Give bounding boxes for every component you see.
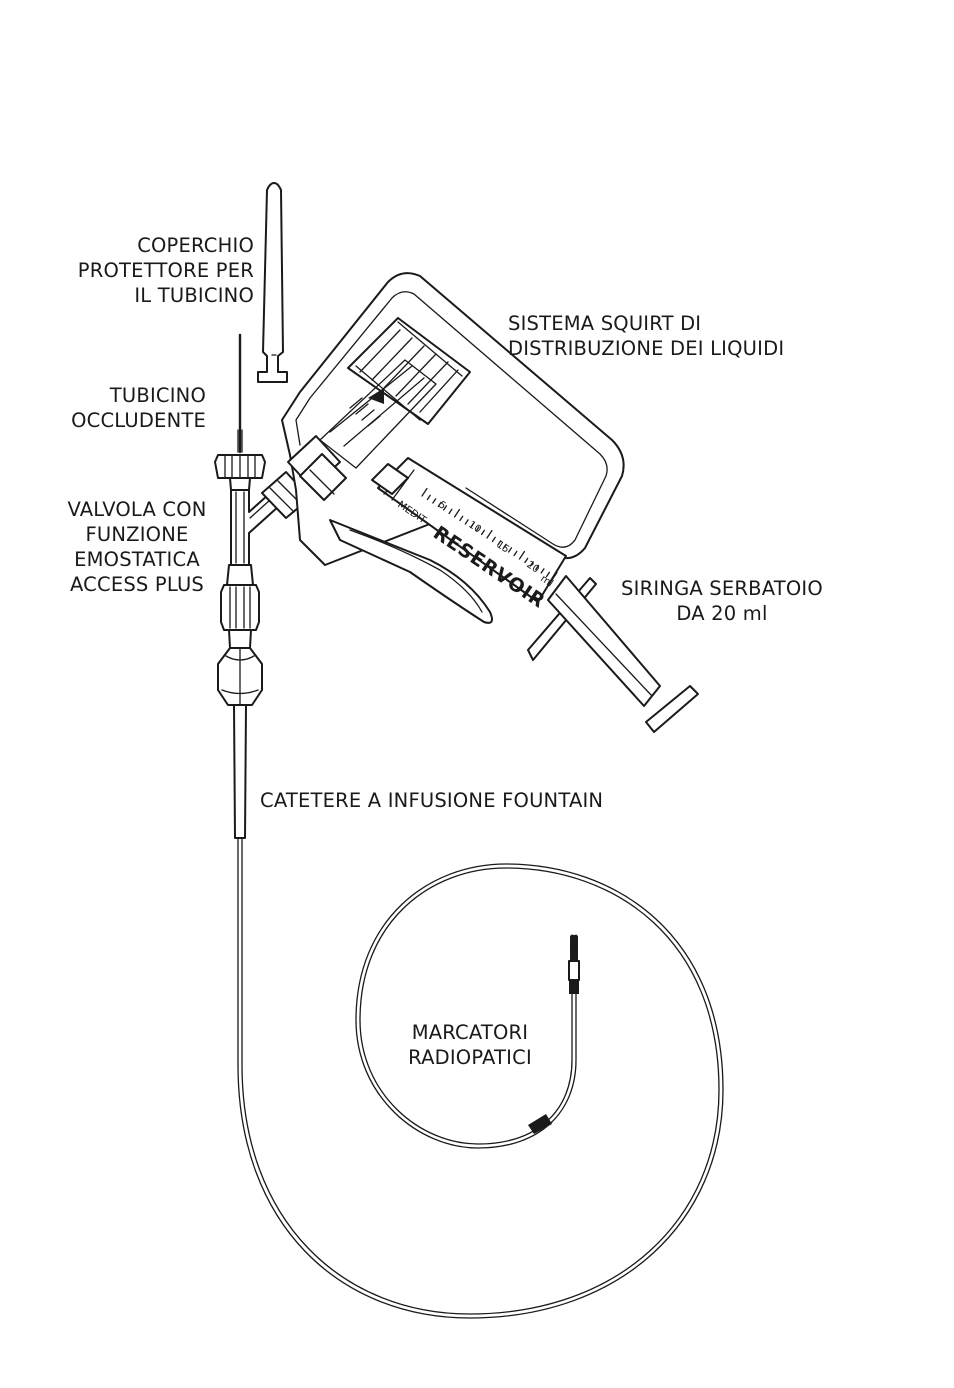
- protective-cap-drawing: [258, 183, 287, 382]
- label-radiopaque-markers: MARCATORI RADIOPATICI: [395, 1020, 545, 1070]
- label-infusion-catheter: CATETERE A INFUSIONE FOUNTAIN: [260, 788, 603, 813]
- label-reservoir-syringe: SIRINGA SERBATOIO DA 20 ml: [612, 576, 832, 626]
- label-protective-cap: COPERCHIO PROTETTORE PER IL TUBICINO: [78, 233, 254, 308]
- label-occluding-wire: TUBICINO OCCLUDENTE: [71, 383, 206, 433]
- label-hemostatic-valve: VALVOLA CON FUNZIONE EMOSTATICA ACCESS P…: [52, 497, 222, 597]
- occluding-wire-drawing: [238, 335, 242, 452]
- label-squirt-system: SISTEMA SQUIRT DI DISTRIBUZIONE DEI LIQU…: [508, 311, 784, 361]
